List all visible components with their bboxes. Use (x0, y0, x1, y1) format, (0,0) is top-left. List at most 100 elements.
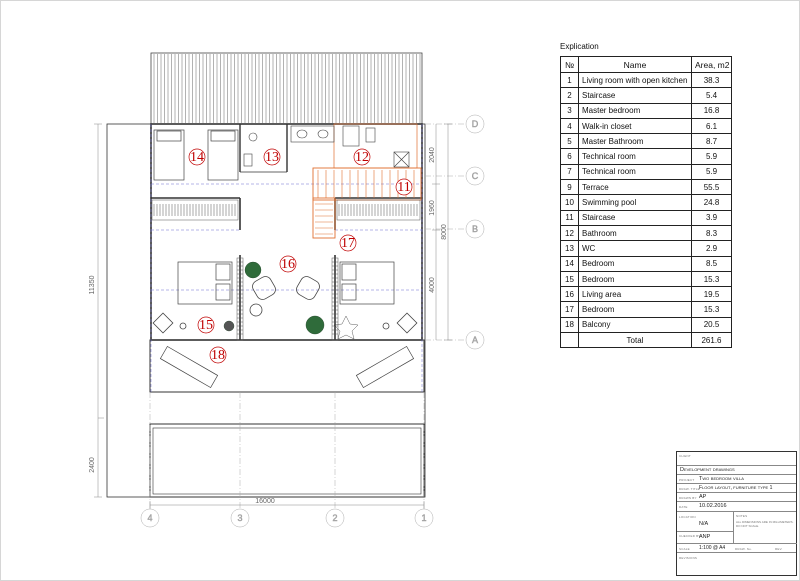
tb-drawn-by: AP (699, 494, 707, 500)
grid-label-1: 1 (421, 513, 426, 523)
room-label-18: 18 (209, 346, 227, 364)
grid-label-B: B (472, 224, 478, 234)
room-label-circle (197, 316, 215, 334)
grid-label-3: 3 (237, 513, 242, 523)
row-name: WC (578, 240, 692, 257)
room-label-circle (279, 255, 297, 273)
explication-total-row: Total 261.6 (560, 332, 732, 349)
grid-label-2: 2 (332, 513, 337, 523)
row-number: 4 (560, 117, 579, 135)
row-number: 17 (560, 301, 579, 318)
explication-caption: Explication (560, 42, 599, 51)
row-area: 16.8 (691, 102, 732, 119)
tb-notes-label: NOTES (736, 514, 748, 518)
room-label-text: 14 (190, 150, 204, 165)
row-number: 1 (560, 71, 579, 89)
bed-room-14 (153, 129, 239, 181)
row-name: Bedroom (578, 301, 692, 318)
tb-notes-box: NOTES ALL DIMENSIONS ARE IN MILLIMETERS.… (733, 512, 797, 544)
row-name: Bedroom (578, 255, 692, 272)
row-area: 55.5 (691, 179, 732, 196)
row-name: Bedroom (578, 270, 692, 288)
row-area: 8.3 (691, 224, 732, 242)
grid-bubble-3 (230, 508, 250, 528)
tb-drawn-label: DRAWN BY (679, 496, 697, 500)
dim-span-right: 8000 (441, 224, 448, 240)
tb-checked-by: ANP (699, 534, 711, 540)
title-block: CLIENT Development drawings PROJECT Two … (676, 451, 797, 576)
room-label-circle (209, 346, 227, 364)
row-area: 5.9 (691, 163, 732, 181)
row-name: Master Bathroom (578, 133, 692, 150)
roof-hatch (150, 52, 423, 125)
grid-bubble-A (465, 330, 485, 350)
row-number: 14 (560, 255, 579, 272)
tb-client-label: CLIENT (679, 454, 691, 458)
tb-scale: 1:100 @ A4 (699, 545, 726, 551)
row-number: 3 (560, 102, 579, 119)
bathroom-fixtures (243, 125, 410, 168)
tb-project-row: PROJECT Two bedroom villa (677, 475, 796, 484)
tb-checked-label: CHECKED BY (679, 534, 701, 538)
total-label: Total (578, 332, 692, 349)
room-label-text: 18 (211, 348, 225, 363)
dimension-lines (94, 123, 452, 509)
tb-project-label: PROJECT (679, 478, 695, 482)
staircase (312, 123, 422, 239)
row-area: 38.3 (691, 71, 732, 89)
room-label-circle (353, 148, 371, 166)
dim-segment-1: 2040 (429, 147, 436, 163)
room-label-text: 13 (265, 150, 279, 165)
tb-client-row: CLIENT (677, 452, 796, 466)
grid-bubble-C (465, 166, 485, 186)
row-area: 19.5 (691, 286, 732, 303)
row-area: 3.9 (691, 209, 732, 226)
row-name: Swimming pool (578, 194, 692, 211)
tb-drawing-label: DRAW. TITLE (679, 487, 700, 491)
row-number: 13 (560, 240, 579, 257)
tb-drawn-row: DRAWN BY AP (677, 493, 796, 502)
room-label-circle (339, 234, 357, 252)
room-label-12: 12 (353, 148, 371, 166)
row-area: 5.9 (691, 148, 732, 165)
room-label-14: 14 (188, 148, 206, 166)
row-name: Master bedroom (578, 102, 692, 119)
explication-header-row: № Name Area, m2 (560, 56, 732, 73)
grid-label-4: 4 (147, 513, 152, 523)
tb-date: 10.02.2016 (699, 503, 727, 509)
row-number: 15 (560, 270, 579, 288)
room-label-17: 17 (339, 234, 357, 252)
row-number: 2 (560, 87, 579, 104)
dim-segment-2: 1960 (429, 200, 436, 216)
tb-project: Two bedroom villa (699, 476, 744, 482)
row-number: 18 (560, 316, 579, 334)
row-area: 20.5 (691, 316, 732, 334)
row-name: Technical room (578, 148, 692, 165)
balcony-loungers (159, 345, 415, 389)
tb-drawing-title: Floor layout, furniture type 1 (699, 485, 773, 491)
dim-overall-width: 16000 (255, 498, 275, 505)
row-number: 12 (560, 224, 579, 242)
tb-date-row: DATE 10.02.2016 (677, 502, 796, 512)
tb-drawing-no-label: DRAW. No. (735, 547, 753, 551)
row-name: Bathroom (578, 224, 692, 242)
row-area: 15.3 (691, 301, 732, 318)
row-number: 9 (560, 179, 579, 196)
wardrobes (151, 199, 421, 341)
row-area: 8.5 (691, 255, 732, 272)
room-label-13: 13 (263, 148, 281, 166)
